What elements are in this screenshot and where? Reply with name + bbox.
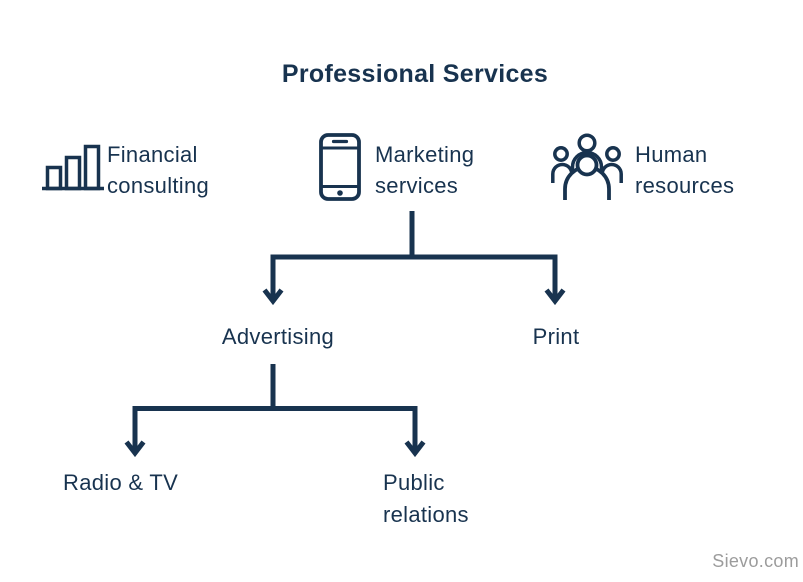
node-financial-line1: Financial [107, 142, 198, 167]
arrowhead-advertising-icon [262, 288, 284, 306]
node-marketing-line1: Marketing [375, 142, 475, 167]
node-radio-tv: Radio & TV [63, 470, 179, 495]
bar-chart-icon [42, 144, 104, 192]
arrowhead-print-icon [544, 288, 566, 306]
node-marketing-services: Marketing services [375, 139, 474, 201]
node-human-resources: Human resources [635, 139, 734, 201]
node-marketing-line2: services [375, 173, 459, 198]
people-icon [551, 132, 623, 202]
connector-advertising-branch [132, 406, 418, 450]
arrowhead-radio-tv-icon [124, 440, 146, 458]
node-financial-line2: consulting [107, 173, 210, 198]
smartphone-icon [319, 133, 361, 201]
node-financial-consulting: Financial consulting [107, 139, 209, 201]
node-public-line1: Public [383, 470, 445, 495]
watermark: Sievo.com [712, 551, 799, 571]
node-human-line1: Human [635, 142, 708, 167]
page-title: Professional Services [281, 60, 549, 88]
connector-marketing-branch [270, 254, 558, 298]
node-public-relations: Public relations [383, 467, 469, 531]
node-human-line2: resources [635, 173, 735, 198]
arrowhead-public-relations-icon [404, 440, 426, 458]
node-advertising: Advertising [221, 324, 335, 349]
node-public-line2: relations [383, 502, 469, 527]
node-print: Print [532, 324, 580, 349]
